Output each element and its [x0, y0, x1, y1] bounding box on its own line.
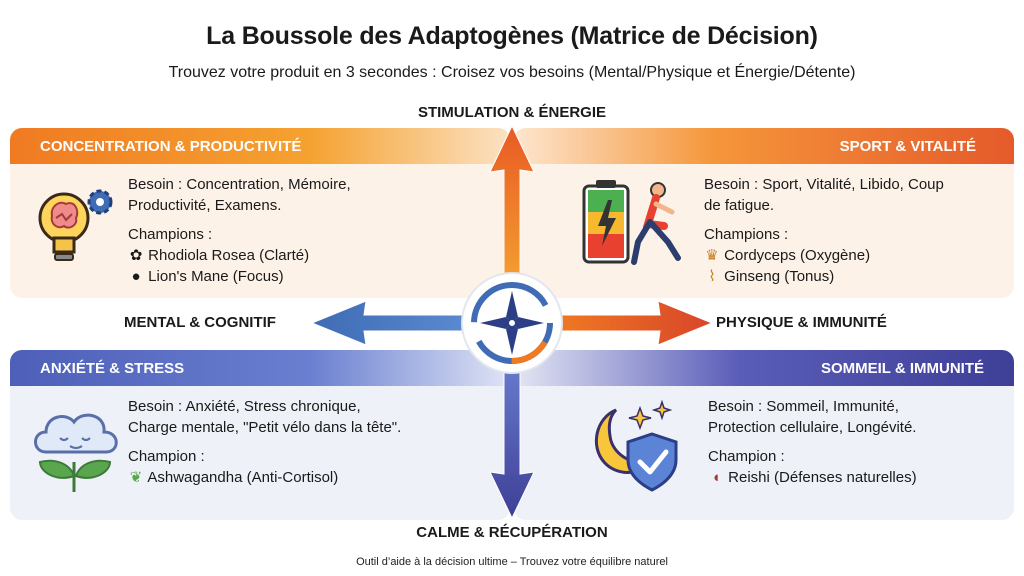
besoin-line: de fatigue.: [704, 197, 775, 214]
besoin-line: Productivité, Examens.: [128, 197, 282, 214]
champion-item: ❦ Ashwagandha (Anti-Cortisol): [128, 467, 401, 488]
quadrant-anxiete: ANXIÉTÉ & STRESS Besoin : Anxiété, Stres…: [10, 350, 510, 520]
axis-label-right: PHYSIQUE & IMMUNITÉ: [716, 314, 887, 331]
besoin-line: Besoin : Anxiété, Stress chronique,: [128, 398, 361, 415]
axis-label-top: STIMULATION & ÉNERGIE: [417, 104, 607, 121]
champion-text: Ashwagandha (Anti-Cortisol): [147, 469, 339, 486]
champions-label: Champion :: [128, 448, 205, 465]
axis-label-left: MENTAL & COGNITIF: [124, 314, 276, 331]
arrow-down-icon: [489, 353, 535, 520]
quadrant-concentration: CONCENTRATION & PRODUCTIVITÉ Besoin : Co…: [10, 128, 510, 298]
arrow-left-icon: [310, 300, 471, 346]
champion-item: ♛ Cordyceps (Oxygène): [704, 245, 944, 266]
arrow-right-icon: [553, 300, 714, 346]
quadrant-body: Besoin : Concentration, Mémoire, Product…: [128, 174, 351, 287]
champion-item: ◖ Reishi (Défenses naturelles): [708, 467, 917, 488]
champion-item: ✿ Rhodiola Rosea (Clarté): [128, 245, 351, 266]
compass-icon: [461, 272, 563, 374]
champions-label: Champion :: [708, 448, 785, 465]
quadrant-body: Besoin : Sommeil, Immunité, Protection c…: [708, 396, 917, 488]
champion-item: ⌇ Ginseng (Tonus): [704, 266, 944, 287]
mushroom-icon: ●: [131, 268, 141, 285]
herb-leaf-icon: ❦: [129, 469, 143, 486]
arrow-up-icon: [489, 124, 535, 291]
champion-text: Cordyceps (Oxygène): [724, 247, 871, 264]
cordyceps-icon: ♛: [705, 247, 719, 264]
ginseng-root-icon: ⌇: [708, 268, 716, 285]
cloud-leaves-icon: [26, 402, 126, 503]
quadrant-body: Besoin : Sport, Vitalité, Libido, Coup d…: [704, 174, 944, 287]
quadrant-sommeil: SOMMEIL & IMMUNITÉ Besoin : Sommeil, Imm…: [514, 350, 1014, 520]
battery-runner-icon: [578, 176, 686, 277]
champion-text: Lion's Mane (Focus): [148, 268, 284, 285]
page-subtitle: Trouvez votre produit en 3 secondes : Cr…: [168, 64, 856, 81]
champion-text: Reishi (Défenses naturelles): [728, 469, 917, 486]
axis-label-bottom: CALME & RÉCUPÉRATION: [416, 524, 608, 541]
champion-text: Rhodiola Rosea (Clarté): [148, 247, 310, 264]
footer-text: Outil d’aide à la décision ultime – Trou…: [356, 556, 668, 568]
lightbulb-brain-gear-icon: [32, 180, 126, 279]
flower-icon: ✿: [129, 247, 143, 264]
quadrant-header: ANXIÉTÉ & STRESS: [10, 350, 510, 386]
besoin-line: Besoin : Sport, Vitalité, Libido, Coup: [704, 176, 944, 193]
quadrant-sport: SPORT & VITALITÉ Besoin : Sport, Vitalit…: [514, 128, 1014, 298]
quadrant-header: SOMMEIL & IMMUNITÉ: [514, 350, 1014, 386]
besoin-line: Besoin : Sommeil, Immunité,: [708, 398, 899, 415]
champion-item: ● Lion's Mane (Focus): [128, 266, 351, 287]
moon-shield-icon: [580, 398, 692, 503]
besoin-line: Besoin : Concentration, Mémoire,: [128, 176, 351, 193]
quadrant-header: CONCENTRATION & PRODUCTIVITÉ: [10, 128, 510, 164]
champions-label: Champions :: [128, 226, 213, 243]
quadrant-header: SPORT & VITALITÉ: [514, 128, 1014, 164]
champion-text: Ginseng (Tonus): [724, 268, 835, 285]
besoin-line: Protection cellulaire, Longévité.: [708, 419, 917, 436]
reishi-mushroom-icon: ◖: [711, 469, 721, 486]
champions-label: Champions :: [704, 226, 789, 243]
page-title: La Boussole des Adaptogènes (Matrice de …: [206, 22, 818, 50]
quadrant-body: Besoin : Anxiété, Stress chronique, Char…: [128, 396, 401, 488]
besoin-line: Charge mentale, "Petit vélo dans la tête…: [128, 419, 402, 436]
